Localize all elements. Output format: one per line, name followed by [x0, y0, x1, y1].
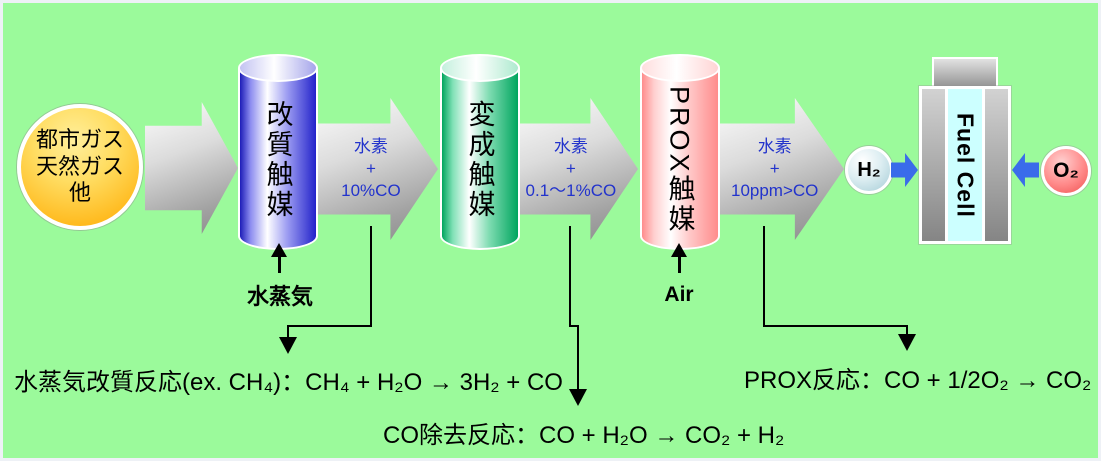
connector2-jog [569, 325, 579, 327]
connector3-stem [906, 325, 908, 335]
source-gas-line2: 天然ガス [35, 153, 124, 179]
cylinder-body [440, 68, 520, 250]
h2-input-arrow-icon [891, 153, 918, 187]
stream-composition-2: 水素 + 0.1～1%CO [526, 136, 617, 202]
connector3-vertical [763, 226, 765, 327]
fuel-cell: Fuel Cell [919, 86, 1011, 244]
stream3-gas: 水素 [757, 136, 792, 156]
connector3-arrowhead-icon [898, 334, 916, 351]
connector1-arrowhead-icon [279, 337, 297, 354]
stream1-plus: + [365, 158, 376, 178]
connector1-vertical [370, 226, 372, 327]
steam-feed-arrow-icon [271, 243, 287, 257]
stream1-gas: 水素 [353, 136, 388, 156]
cylinder-top [238, 54, 318, 82]
reformer-catalyst-cylinder: 改質触媒 [238, 54, 318, 250]
stream1-co: 10%CO [341, 181, 401, 201]
stream3-plus: + [769, 158, 780, 178]
steam-feed-label: 水蒸気 [246, 284, 313, 309]
flow-arrow-icon [145, 102, 238, 234]
fuel-cell-label: Fuel Cell [948, 89, 982, 241]
stream2-gas: 水素 [553, 136, 588, 156]
o2-input-arrow-icon [1012, 153, 1039, 187]
connector2-arrowhead-icon [569, 389, 587, 406]
connector1-horizontal [287, 325, 372, 327]
o2-molecule-circle: O₂ [1041, 146, 1091, 196]
stream-composition-1: 水素 + 10%CO [341, 136, 401, 202]
air-feed-arrow-icon [671, 243, 687, 257]
flow-arrow-icon: 水素 + 10ppm>CO [718, 98, 844, 240]
stream-composition-3: 水素 + 10ppm>CO [731, 136, 818, 202]
steam-feed-arrow-stem [278, 256, 281, 273]
source-gas-line3: 他 [68, 180, 91, 206]
fuel-cell-electrode-right [985, 89, 1008, 241]
connector2-vertical [569, 226, 571, 327]
h2-label: H₂ [857, 158, 881, 181]
cylinder-top [440, 54, 520, 82]
prox-catalyst-cylinder: PROX触媒 [640, 54, 720, 250]
connector3-horizontal [763, 325, 908, 327]
prox-reaction: PROX反応：CO + 1/2O₂ → CO₂ [744, 367, 1092, 394]
connector2-vertical2 [577, 325, 579, 390]
air-feed-label: Air [664, 283, 694, 306]
connector1-stem [287, 325, 289, 338]
source-gas-line1: 都市ガス [35, 126, 124, 152]
flow-arrow-icon: 水素 + 10%CO [316, 98, 438, 240]
stream3-co: 10ppm>CO [730, 181, 819, 201]
reformer-catalyst-label: 改質触媒 [262, 100, 293, 220]
shift-catalyst-cylinder: 変成触媒 [440, 54, 520, 250]
cylinder-body [238, 68, 318, 250]
steam-reforming-reaction: 水蒸気改質反応(ex. CH₄)：CH₄ + H₂O → 3H₂ + CO [14, 369, 563, 396]
stream2-co: 0.1～1%CO [525, 181, 617, 201]
fuel-cell-electrode-left [922, 89, 945, 241]
o2-label: O₂ [1053, 159, 1079, 182]
air-feed-arrow-stem [678, 256, 681, 273]
flow-arrow-icon: 水素 + 0.1～1%CO [516, 98, 638, 240]
source-gas-circle: 都市ガス 天然ガス 他 [17, 104, 143, 230]
prox-catalyst-label: PROX触媒 [664, 85, 695, 235]
co-removal-reaction: CO除去反応：CO + H₂O → CO₂ + H₂ [383, 422, 785, 449]
cylinder-top [640, 54, 720, 82]
shift-catalyst-label: 変成触媒 [464, 100, 495, 220]
h2-molecule-circle: H₂ [845, 146, 893, 194]
stream2-plus: + [565, 158, 576, 178]
fuel-cell-terminal [932, 57, 998, 89]
